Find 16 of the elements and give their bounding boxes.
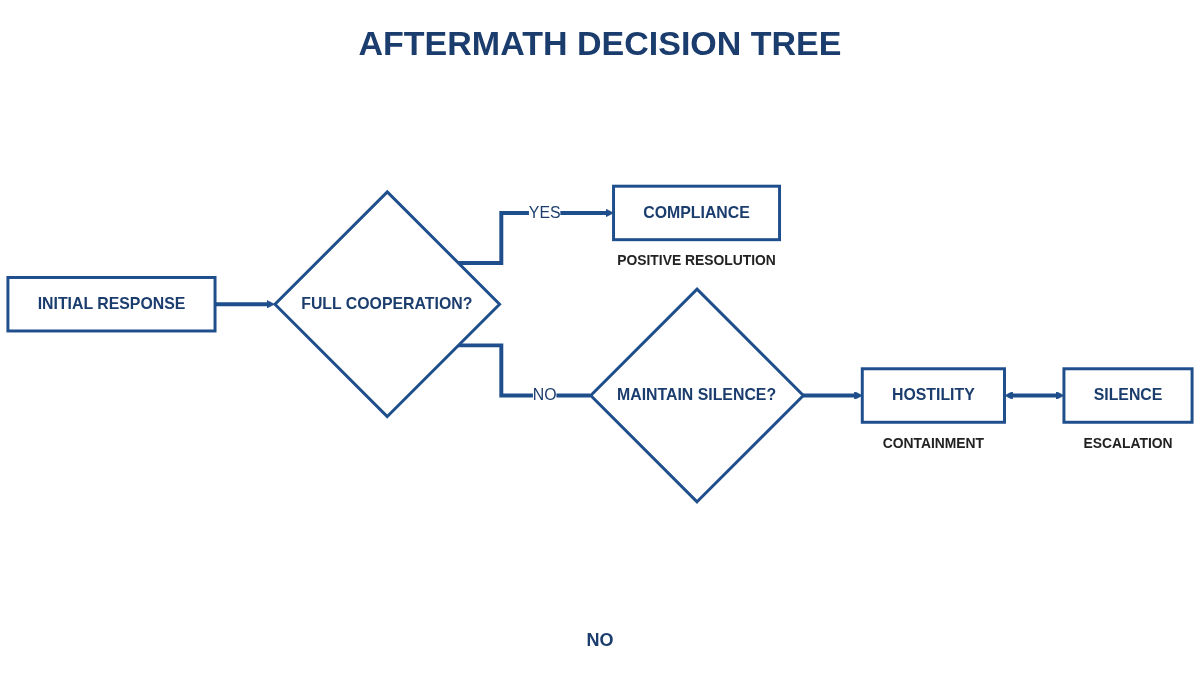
node-caption: POSITIVE RESOLUTION bbox=[617, 252, 776, 269]
connector bbox=[457, 343, 591, 398]
note-text: NO bbox=[586, 630, 614, 650]
arrow bbox=[802, 391, 863, 400]
node-caption: CONTAINMENT bbox=[882, 435, 985, 451]
node-box: SILENCE bbox=[1062, 367, 1194, 424]
node-box: INITIAL RESPONSE bbox=[6, 276, 217, 333]
diagram-title: AFTERMATH DECISION TREE bbox=[357, 24, 843, 64]
node-box: COMPLIANCE bbox=[612, 184, 782, 242]
edge-label: YES bbox=[528, 204, 561, 221]
edge-label: NO bbox=[532, 386, 557, 404]
node-diamond: FULL COOPERATION? bbox=[272, 189, 502, 419]
node-diamond: MAINTAIN SILENCE? bbox=[588, 287, 806, 504]
node-box: HOSTILITY bbox=[860, 367, 1006, 424]
node-caption: ESCALATION bbox=[1083, 435, 1173, 451]
arrow bbox=[215, 299, 275, 309]
